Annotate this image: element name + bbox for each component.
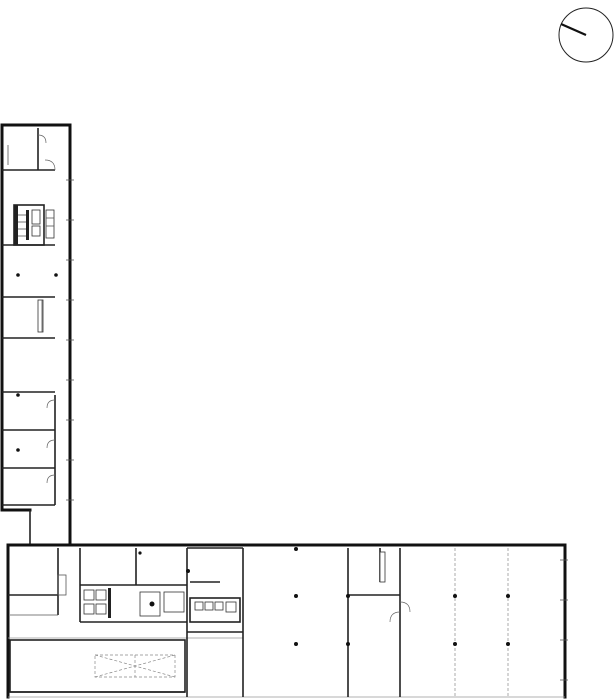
north-wing (0, 123, 74, 547)
stair-core (2, 204, 55, 246)
open-bays (138, 547, 510, 697)
south-wing (6, 543, 568, 699)
north-arrow-icon (558, 7, 614, 63)
